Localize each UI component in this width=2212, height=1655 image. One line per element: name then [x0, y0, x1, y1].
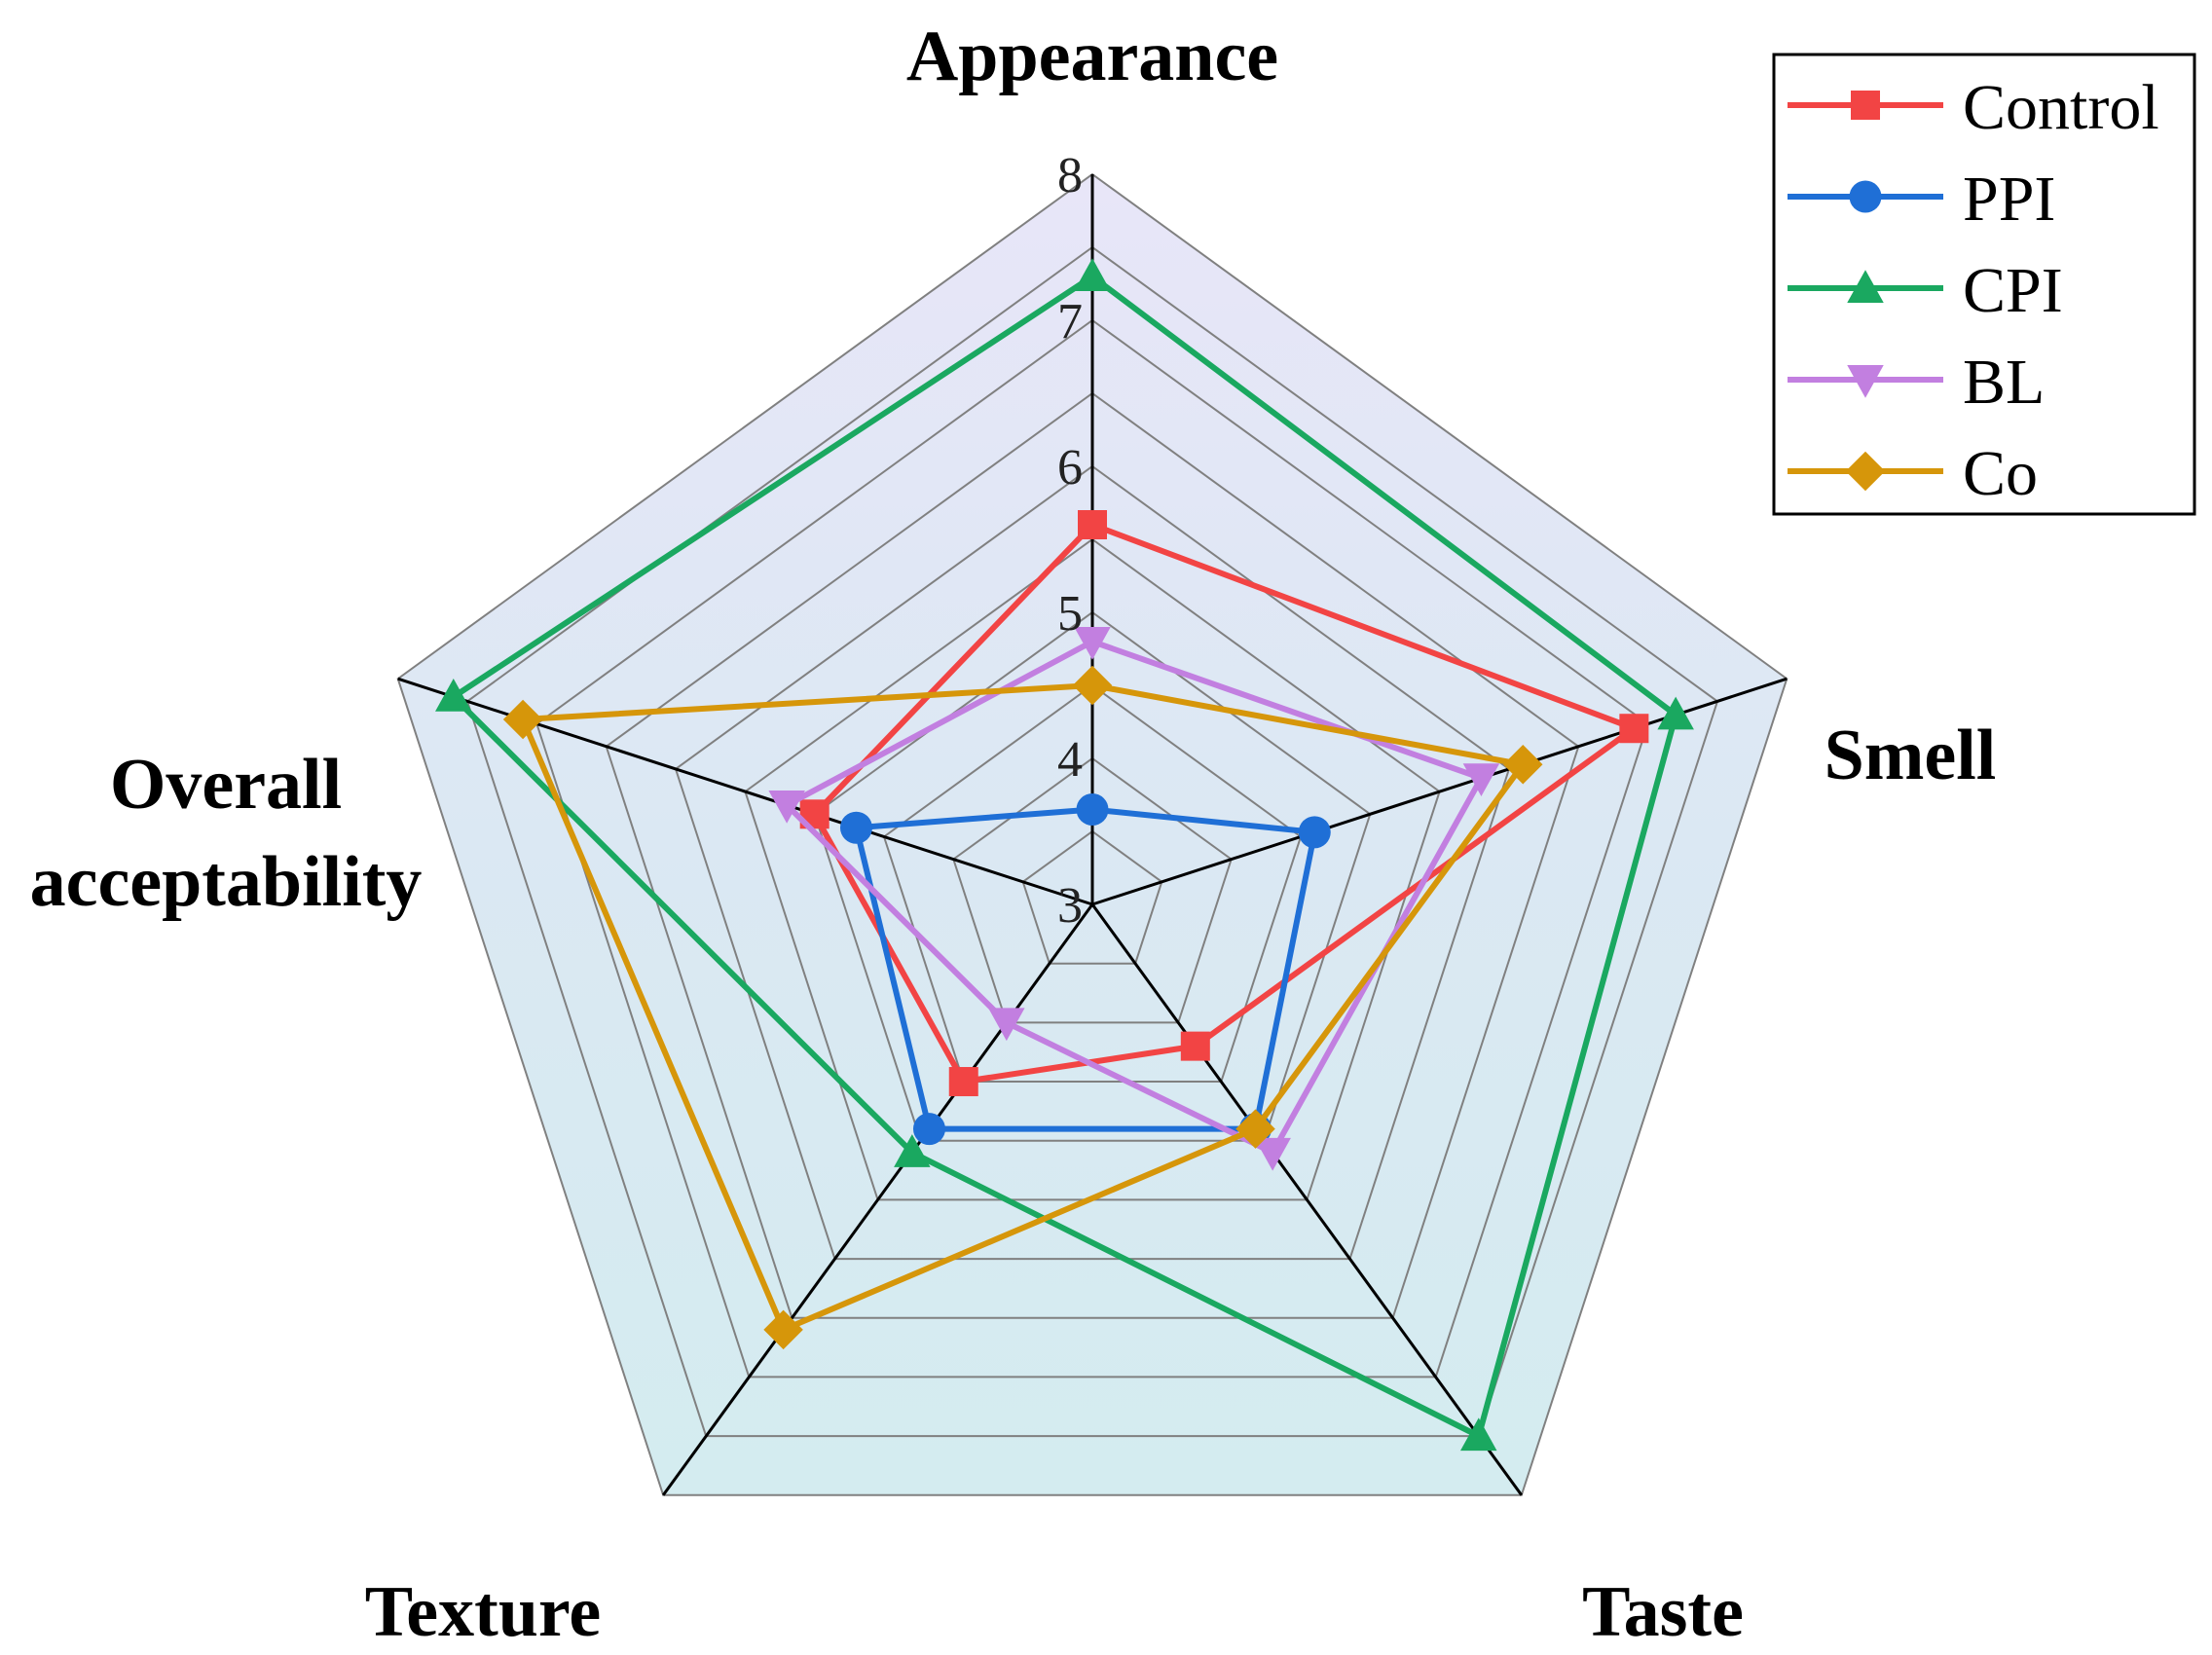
- series-line: [853, 806, 1318, 1132]
- legend-entry-bl: BL: [1788, 347, 2045, 418]
- grid-ring: [396, 172, 1788, 1496]
- radial-tick-label: 3: [1057, 878, 1083, 934]
- grid-ring: [465, 245, 1719, 1438]
- data-point-triangle-up: [1460, 1417, 1497, 1452]
- data-point-triangle-down: [1074, 627, 1111, 660]
- axis-title: Texture: [365, 1572, 602, 1652]
- data-point-triangle-up: [435, 679, 472, 712]
- data-point-triangle-down: [988, 1008, 1025, 1042]
- axis-title: Taste: [1582, 1572, 1744, 1652]
- grid-ring: [674, 464, 1511, 1261]
- series-co: [502, 665, 1543, 1350]
- series-line: [784, 639, 1485, 1156]
- grid-ring: [813, 610, 1372, 1142]
- legend-label: CPI: [1963, 255, 2063, 326]
- data-point-triangle-up: [1847, 270, 1884, 303]
- series-line: [450, 274, 1679, 1440]
- series-cpi: [435, 258, 1694, 1452]
- legend-label: Control: [1963, 72, 2159, 143]
- data-point-circle: [839, 811, 872, 844]
- data-point-diamond: [763, 1309, 803, 1350]
- data-point-circle: [912, 1113, 945, 1146]
- axis-spoke: [1090, 903, 1524, 1496]
- radial-tick-label: 6: [1057, 440, 1083, 496]
- data-point-circle: [1849, 180, 1882, 213]
- data-point-diamond: [1072, 665, 1113, 706]
- data-point-diamond: [1845, 451, 1886, 492]
- radial-tick-label: 8: [1057, 148, 1083, 203]
- data-point-triangle-up: [894, 1134, 931, 1167]
- legend-entry-ppi: PPI: [1788, 164, 2055, 235]
- grid-ring: [882, 683, 1303, 1083]
- grid-ring: [952, 756, 1233, 1024]
- data-point-diamond: [1235, 1109, 1275, 1149]
- legend-entry-control: Control: [1788, 72, 2159, 143]
- series-bl: [768, 627, 1500, 1171]
- data-point-square: [948, 1067, 978, 1097]
- data-point-circle: [1076, 793, 1109, 826]
- data-point-square: [1619, 714, 1649, 744]
- data-point-diamond: [1502, 745, 1543, 785]
- radar-grid: [396, 172, 1788, 1496]
- data-point-triangle-up: [1074, 258, 1111, 291]
- legend-label: PPI: [1963, 164, 2055, 235]
- data-point-triangle-down: [1462, 763, 1500, 796]
- grid-ring: [535, 318, 1649, 1379]
- legend-entry-co: Co: [1788, 438, 2038, 509]
- legend-entry-cpi: CPI: [1788, 255, 2063, 326]
- axis-title: Appearance: [906, 17, 1278, 96]
- legend-box: [1772, 53, 2196, 516]
- radial-tick-label: 5: [1057, 586, 1083, 642]
- legend-label: Co: [1963, 438, 2038, 509]
- data-point-diamond: [502, 699, 543, 740]
- data-point-square: [1078, 510, 1107, 539]
- data-point-square: [1180, 1031, 1210, 1061]
- radial-tick-label: 4: [1057, 732, 1083, 788]
- radial-tick-labels: 3 4 5 6 7 8: [1057, 148, 1083, 934]
- radial-tick-label: 7: [1057, 294, 1083, 349]
- axis-spoke: [661, 903, 1094, 1496]
- data-point-triangle-down: [768, 791, 805, 824]
- series-line: [520, 682, 1527, 1333]
- data-point-triangle-down: [1254, 1137, 1291, 1171]
- data-point-square: [1851, 91, 1880, 120]
- grid-ring: [605, 391, 1580, 1319]
- data-point-circle: [1298, 816, 1331, 849]
- grid-ring: [1021, 829, 1163, 965]
- series-layer: [435, 258, 1694, 1452]
- legend-label: BL: [1963, 347, 2045, 418]
- data-point-triangle-up: [1657, 696, 1694, 730]
- data-point-triangle-down: [1847, 365, 1884, 398]
- axis-title: Smell: [1825, 716, 1997, 795]
